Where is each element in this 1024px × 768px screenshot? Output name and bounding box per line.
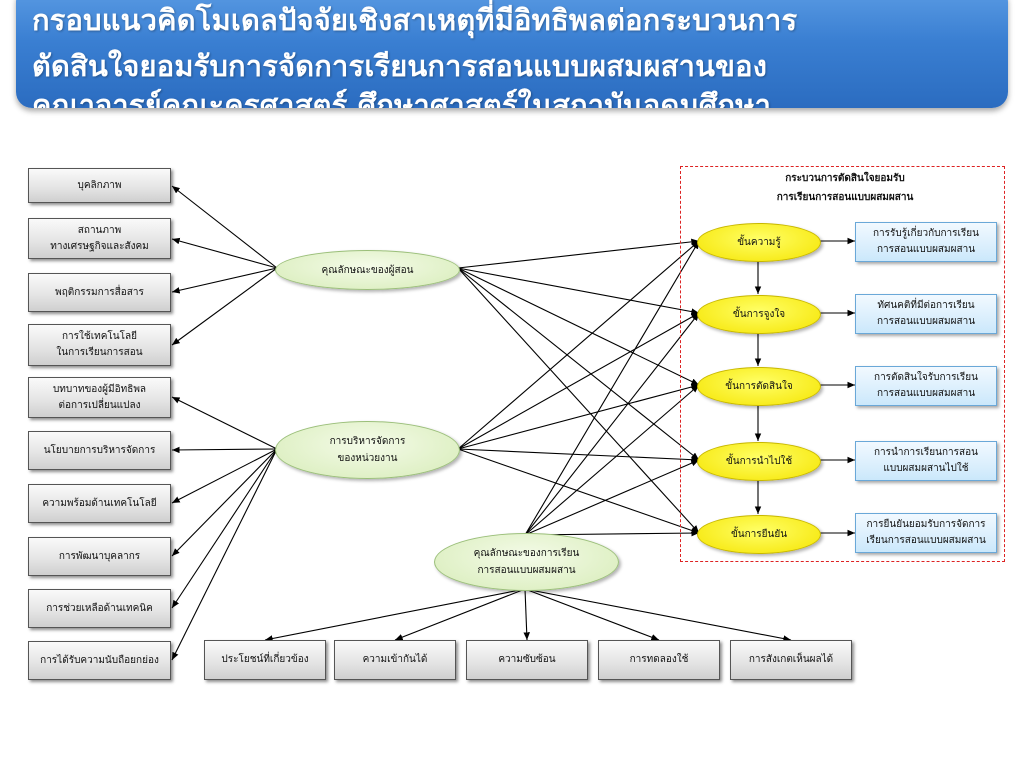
arrow-factor2-to-stage-1 (524, 312, 700, 536)
arrow-blended-to-bottom-4 (524, 588, 792, 642)
arrow-factor1-to-stage-1 (457, 312, 700, 450)
arrow-blended-to-bottom-2 (523, 588, 530, 641)
outcome-attitude: ทัศนคติที่มีต่อการเรียน การสอนแบบผสมผสาน (855, 294, 997, 334)
bottom-box-compatibility: ความเข้ากันได้ (334, 640, 456, 680)
title-banner: กรอบแนวคิดโมเดลปัจจัยเชิงสาเหตุที่มีอิทธ… (16, 0, 1008, 108)
arrow-org-to-left-5 (171, 446, 278, 454)
left-box-technical-support: การช่วยเหลือด้านเทคนิค (28, 589, 171, 628)
arrow-factor1-to-stage-3 (457, 448, 700, 463)
stage-decision: ขั้นการตัดสินใจ (697, 367, 821, 406)
left-box-personality: บุคลิกภาพ (28, 168, 171, 203)
arrow-factor2-to-stage-3 (524, 459, 700, 536)
arrow-factor0-to-stage-1 (457, 267, 700, 315)
stage-confirmation: ขั้นการยืนยัน (697, 515, 821, 554)
left-box-technology-use: การใช้เทคโนโลยี ในการเรียนการสอน (28, 324, 171, 366)
stage-implementation: ขั้นการนำไปใช้ (697, 442, 821, 481)
left-box-socioeconomic-status: สถานภาพ ทางเศรษฐกิจและสังคม (28, 218, 171, 259)
arrow-blended-to-bottom-1 (394, 588, 526, 641)
bottom-box-complexity: ความซับซ้อน (466, 640, 588, 680)
arrow-factor0-to-stage-2 (457, 267, 700, 386)
title-line-1: กรอบแนวคิดโมเดลปัจจัยเชิงสาเหตุที่มีอิทธ… (32, 3, 798, 37)
arrow-factor1-to-stage-2 (457, 383, 700, 450)
arrow-factor0-to-stage-4 (457, 267, 700, 534)
arrow-org-to-left-9 (171, 448, 278, 661)
arrow-org-to-left-4 (171, 396, 278, 450)
left-box-communication-behavior: พฤติกรรมการสื่อสาร (28, 273, 171, 312)
arrows-group (171, 185, 855, 661)
arrow-factor0-to-stage-0 (457, 238, 700, 269)
factor-organization-management: การบริหารจัดการ ของหน่วยงาน (275, 421, 460, 479)
arrow-org-to-left-6 (171, 448, 278, 504)
left-box-tech-readiness: ความพร้อมด้านเทคโนโลยี (28, 484, 171, 523)
left-box-recognition: การได้รับความนับถือยกย่อง (28, 641, 171, 680)
outcome-implementation: การนำการเรียนการสอน แบบผสมผสานไปใช้ (855, 441, 997, 481)
arrow-blended-to-bottom-0 (264, 588, 526, 642)
left-box-influencer-role: บทบาทของผู้มีอิทธิพล ต่อการเปลี่ยนแปลง (28, 377, 171, 418)
arrow-factor0-to-stage-3 (457, 267, 700, 461)
title-line-3: คณาจารย์คณะครุศาสตร์ ศึกษาศาสตร์ในสถาบัน… (32, 88, 772, 108)
arrow-org-to-left-7 (171, 448, 278, 557)
arrow-factor2-to-stage-0 (524, 240, 700, 536)
arrow-instructor-to-left-2 (171, 267, 278, 294)
arrow-factor1-to-stage-0 (457, 240, 700, 450)
arrow-blended-to-bottom-3 (524, 588, 660, 641)
arrow-instructor-to-left-3 (171, 267, 278, 346)
outcome-decision: การตัดสินใจรับการเรียน การสอนแบบผสมผสาน (855, 366, 997, 406)
bottom-box-relative-advantage: ประโยชน์ที่เกี่ยวข้อง (204, 640, 326, 680)
left-box-staff-development: การพัฒนาบุคลากร (28, 537, 171, 576)
arrow-factor1-to-stage-4 (457, 448, 700, 534)
title-line-2: ตัดสินใจยอมรับการจัดการเรียนการสอนแบบผสม… (32, 49, 768, 83)
arrow-factor2-to-stage-2 (524, 384, 700, 536)
stage-persuasion: ขั้นการจูงใจ (697, 295, 821, 334)
outcome-knowledge: การรับรู้เกี่ยวกับการเรียน การสอนแบบผสมผ… (855, 222, 997, 262)
outcome-confirmation: การยืนยันยอมรับการจัดการ เรียนการสอนแบบผ… (855, 513, 997, 553)
process-title: กระบวนการตัดสินใจยอมรับ การเรียนการสอนแบ… (776, 173, 914, 203)
left-box-management-policy: นโยบายการบริหารจัดการ (28, 431, 171, 470)
arrow-org-to-left-8 (171, 448, 278, 609)
arrow-instructor-to-left-0 (171, 185, 278, 269)
bottom-box-observability: การสังเกตเห็นผลได้ (730, 640, 852, 680)
bottom-box-trialability: การทดลองใช้ (598, 640, 720, 680)
factor-instructor-characteristics: คุณลักษณะของผู้สอน (275, 250, 460, 290)
arrow-instructor-to-left-1 (171, 237, 278, 269)
stage-knowledge: ขั้นความรู้ (697, 223, 821, 262)
factor-blended-learning-characteristics: คุณลักษณะของการเรียน การสอนแบบผสมผสาน (434, 533, 619, 591)
process-frame (680, 166, 1005, 562)
